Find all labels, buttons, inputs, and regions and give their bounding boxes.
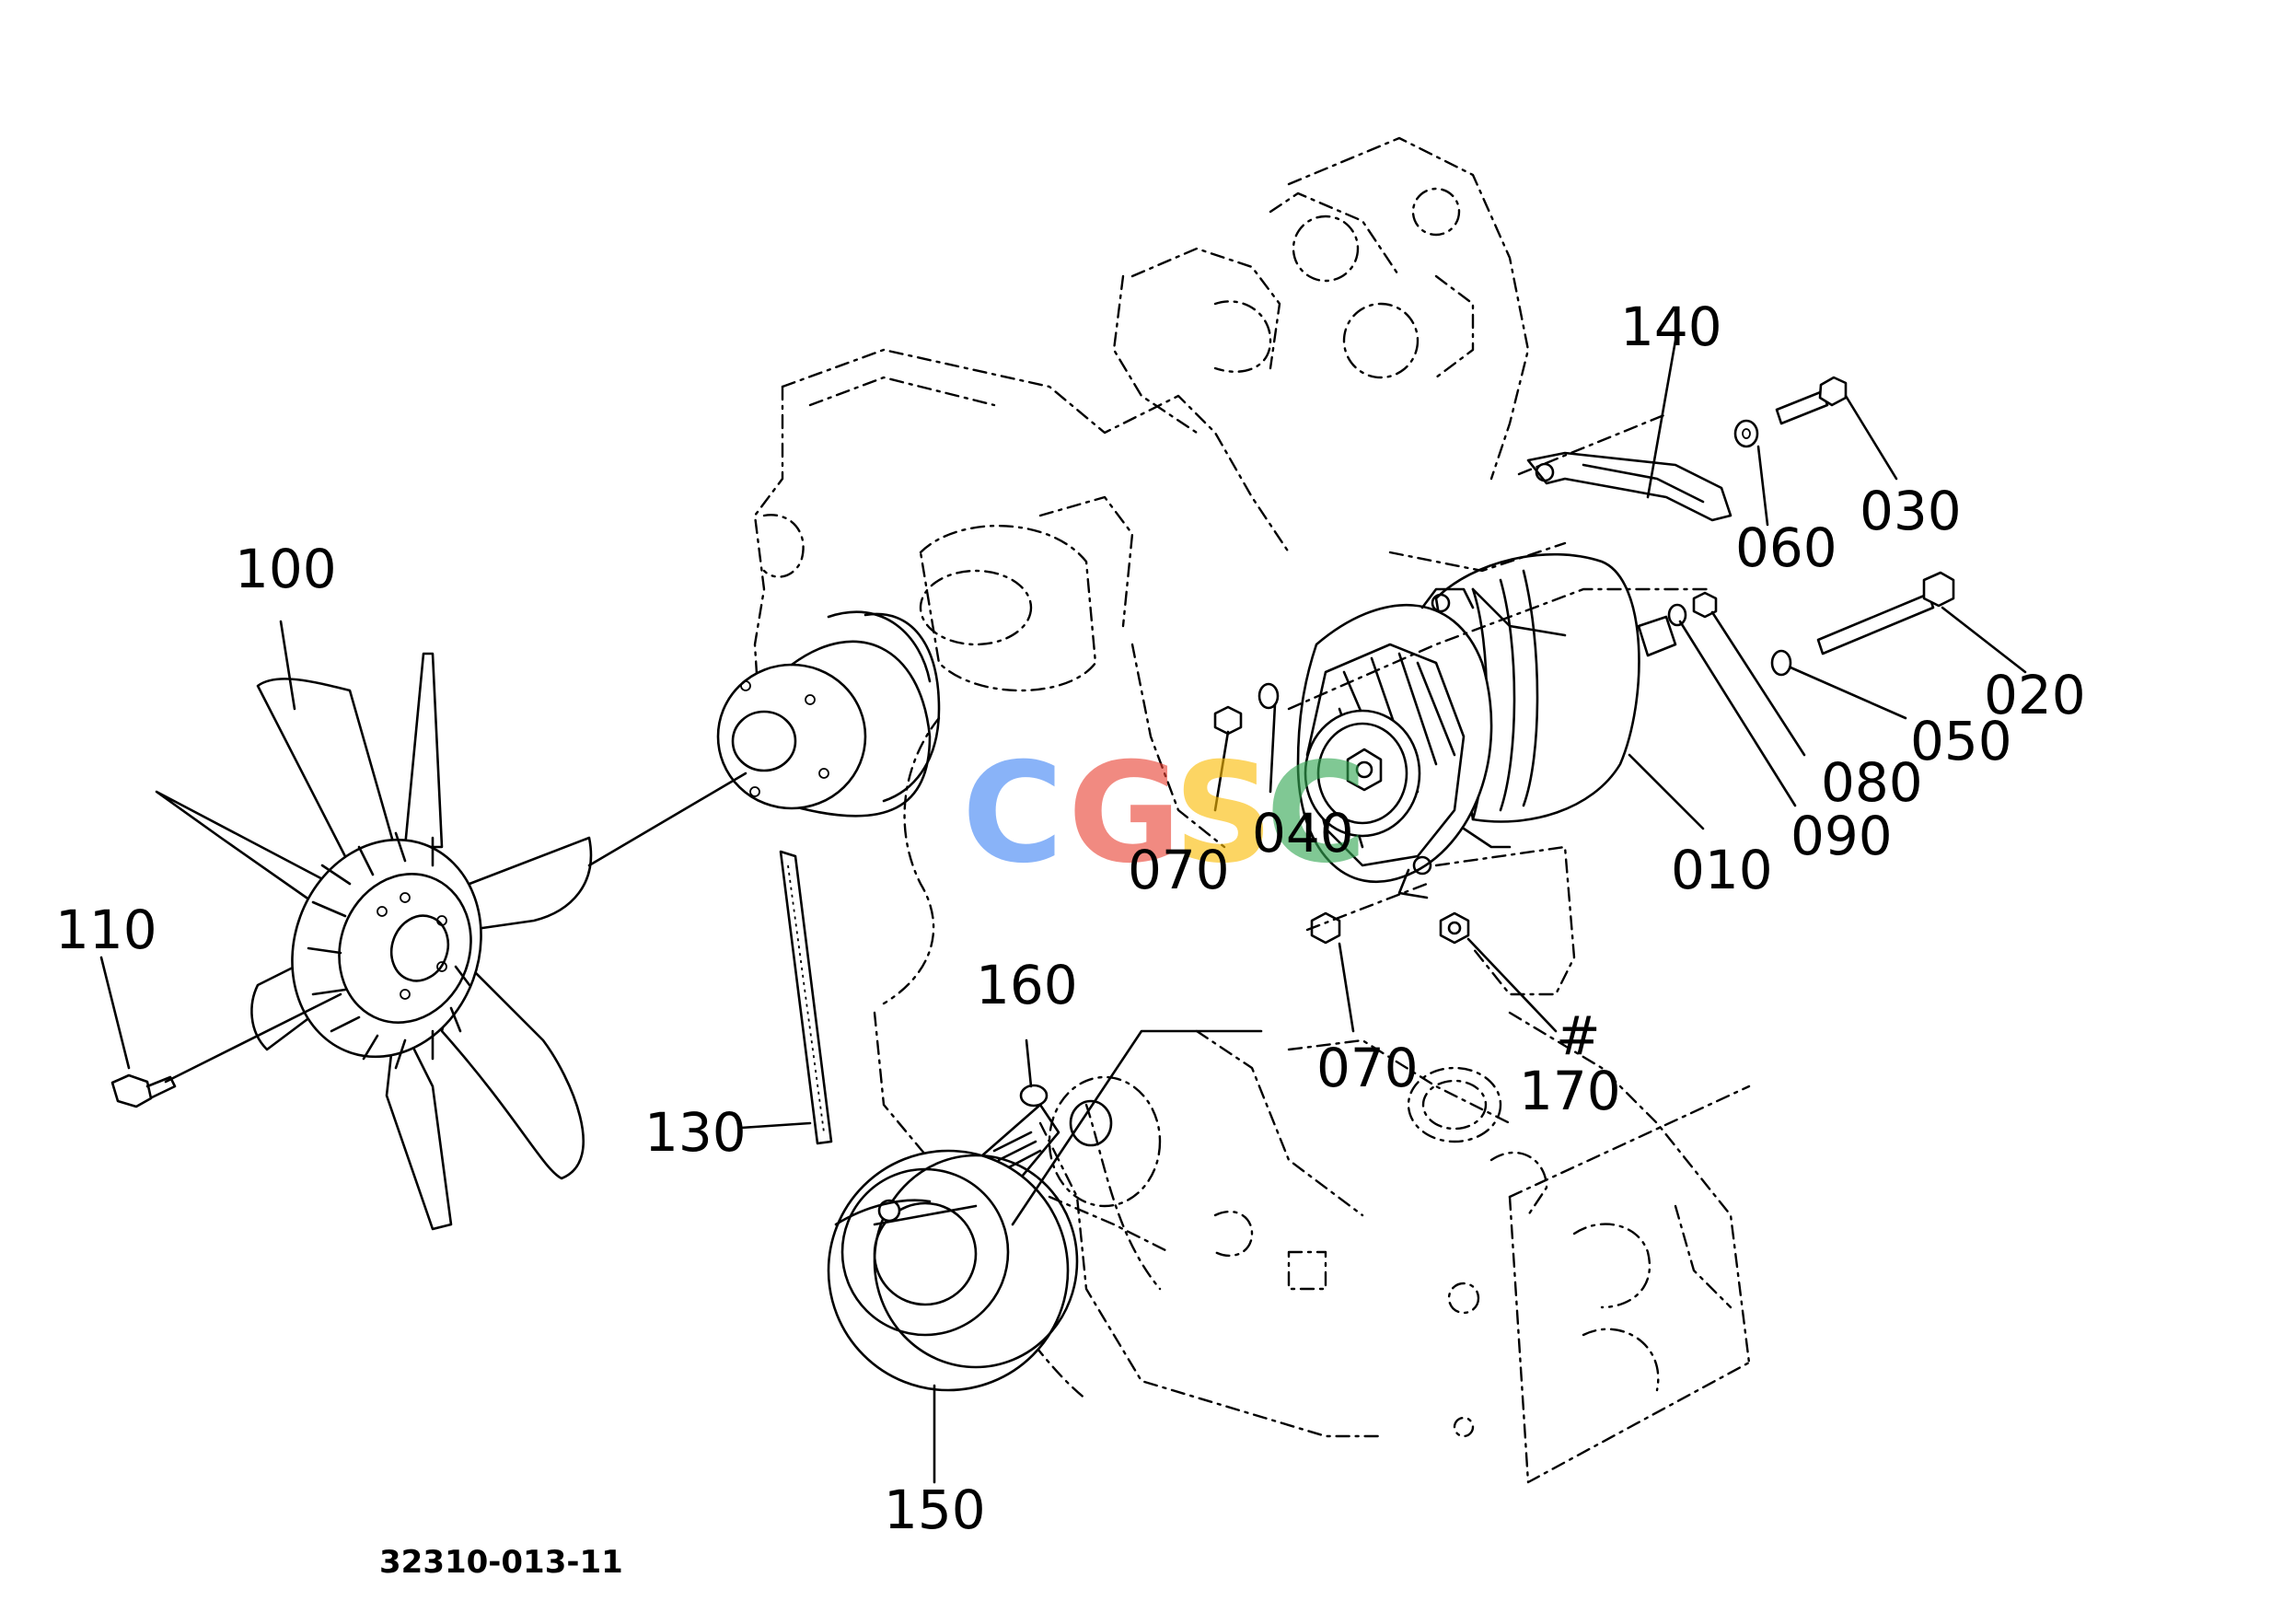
callout-050: 050 <box>1910 710 2012 772</box>
callout-labels: 100 110 130 150 160 140 030 060 020 050 … <box>55 296 2086 1581</box>
callout-020: 020 <box>1984 664 2086 726</box>
crankshaft-pulley <box>827 1075 1162 1392</box>
callout-080: 080 <box>1821 751 1923 814</box>
cooling-fan <box>155 652 593 1231</box>
callout-070-upper: 070 <box>1128 839 1230 901</box>
callout-170: 170 <box>1519 1060 1621 1122</box>
callout-040: 040 <box>1252 802 1354 864</box>
callout-130: 130 <box>644 1101 747 1164</box>
callout-010: 010 <box>1671 839 1773 901</box>
alternator <box>1296 552 1640 899</box>
water-pump-pulley <box>716 610 941 818</box>
leader-lines <box>99 339 2027 1484</box>
callout-100: 100 <box>235 538 337 600</box>
callout-170-mark: # <box>1556 1004 1601 1067</box>
callout-150: 150 <box>884 1479 986 1541</box>
callout-110: 110 <box>55 899 157 961</box>
small-fasteners <box>110 376 1955 1108</box>
callout-070-lower: 070 <box>1316 1037 1419 1099</box>
callout-090: 090 <box>1790 805 1893 867</box>
watermark: C G S C <box>962 734 1367 894</box>
watermark-letter-c2: C <box>1266 734 1367 894</box>
watermark-letter-c1: C <box>962 734 1063 894</box>
engine-block-outline <box>753 136 1751 1484</box>
callout-140: 140 <box>1620 296 1722 358</box>
watermark-letter-g: G <box>1068 734 1181 894</box>
callout-160: 160 <box>976 954 1078 1016</box>
adjusting-link <box>1526 451 1733 522</box>
callout-060: 060 <box>1735 516 1837 579</box>
figure-code: 32310-013-11 <box>379 1544 623 1581</box>
callout-030: 030 <box>1860 480 1962 542</box>
fan-belt <box>779 850 833 1145</box>
watermark-letter-s: S <box>1174 734 1273 894</box>
